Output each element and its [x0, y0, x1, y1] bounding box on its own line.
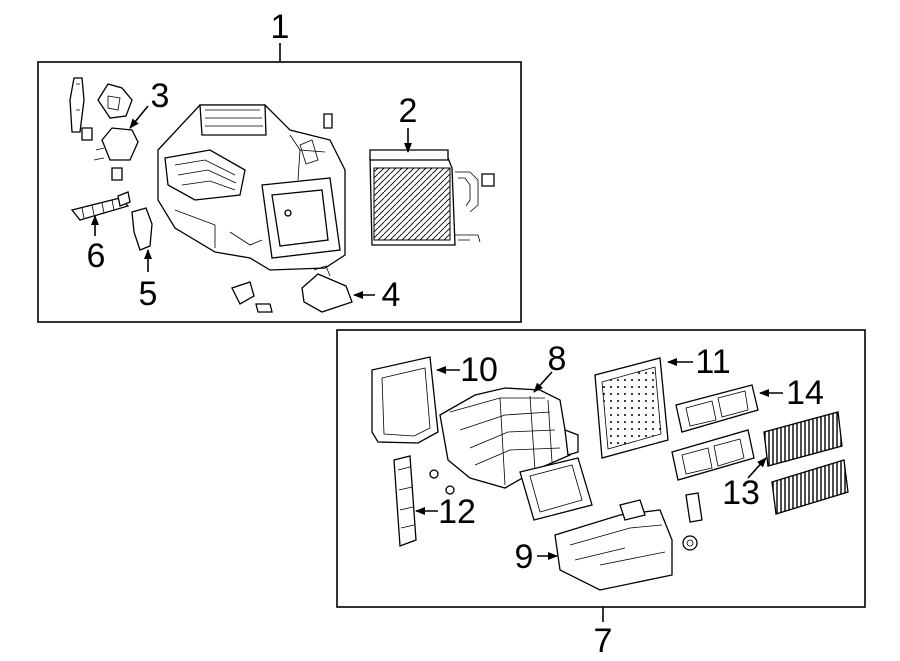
clip-1-illustration — [429, 469, 439, 479]
drain-clip-illustration — [255, 303, 273, 313]
filter-holder-upper-illustration — [675, 384, 759, 433]
callout-12: 12 — [438, 493, 476, 531]
cabin-filter-upper-illustration — [763, 411, 843, 467]
callout-1: 1 — [271, 8, 290, 46]
leader-8 — [533, 371, 553, 393]
callout-4: 4 — [382, 276, 401, 314]
heater-housing-illustration — [157, 104, 346, 271]
callout-14: 14 — [786, 374, 824, 412]
hose-connector-illustration — [231, 281, 255, 305]
callout-5: 5 — [139, 275, 158, 313]
blower-case-illustration — [554, 499, 673, 591]
blower-assembly-group: 7 8 9 10 11 12 13 14 — [336, 329, 866, 660]
aspirator-hose-illustration — [70, 197, 130, 221]
callout-11: 11 — [695, 343, 730, 381]
leader-3 — [129, 105, 149, 129]
blower-housing-illustration — [439, 387, 579, 489]
cabin-filter-lower-illustration — [771, 459, 849, 515]
leader-13 — [747, 457, 767, 479]
bracket-illustration — [393, 455, 417, 547]
sensor-illustration — [131, 207, 153, 251]
seal-illustration — [371, 356, 439, 444]
small-parts-upper-left — [69, 77, 139, 181]
callout-2: 2 — [399, 92, 418, 130]
bushing-illustration — [682, 535, 698, 551]
blend-door-actuator-illustration — [301, 273, 353, 313]
callout-10: 10 — [460, 351, 498, 389]
evaporator-core-illustration — [369, 149, 495, 246]
heater-ac-unit-group: 1 2 3 4 5 6 — [37, 8, 522, 323]
callout-8: 8 — [548, 340, 567, 378]
callout-7: 7 — [594, 622, 613, 660]
callout-6: 6 — [87, 237, 106, 275]
callout-9: 9 — [515, 538, 534, 576]
callout-3: 3 — [151, 77, 170, 115]
filter-holder-lower-illustration — [671, 429, 755, 481]
group-7-frame — [336, 329, 866, 608]
small-clip-illustration — [323, 113, 333, 129]
clip-2-illustration — [445, 485, 455, 495]
grommet-illustration — [685, 492, 703, 523]
callout-13: 13 — [722, 474, 760, 512]
